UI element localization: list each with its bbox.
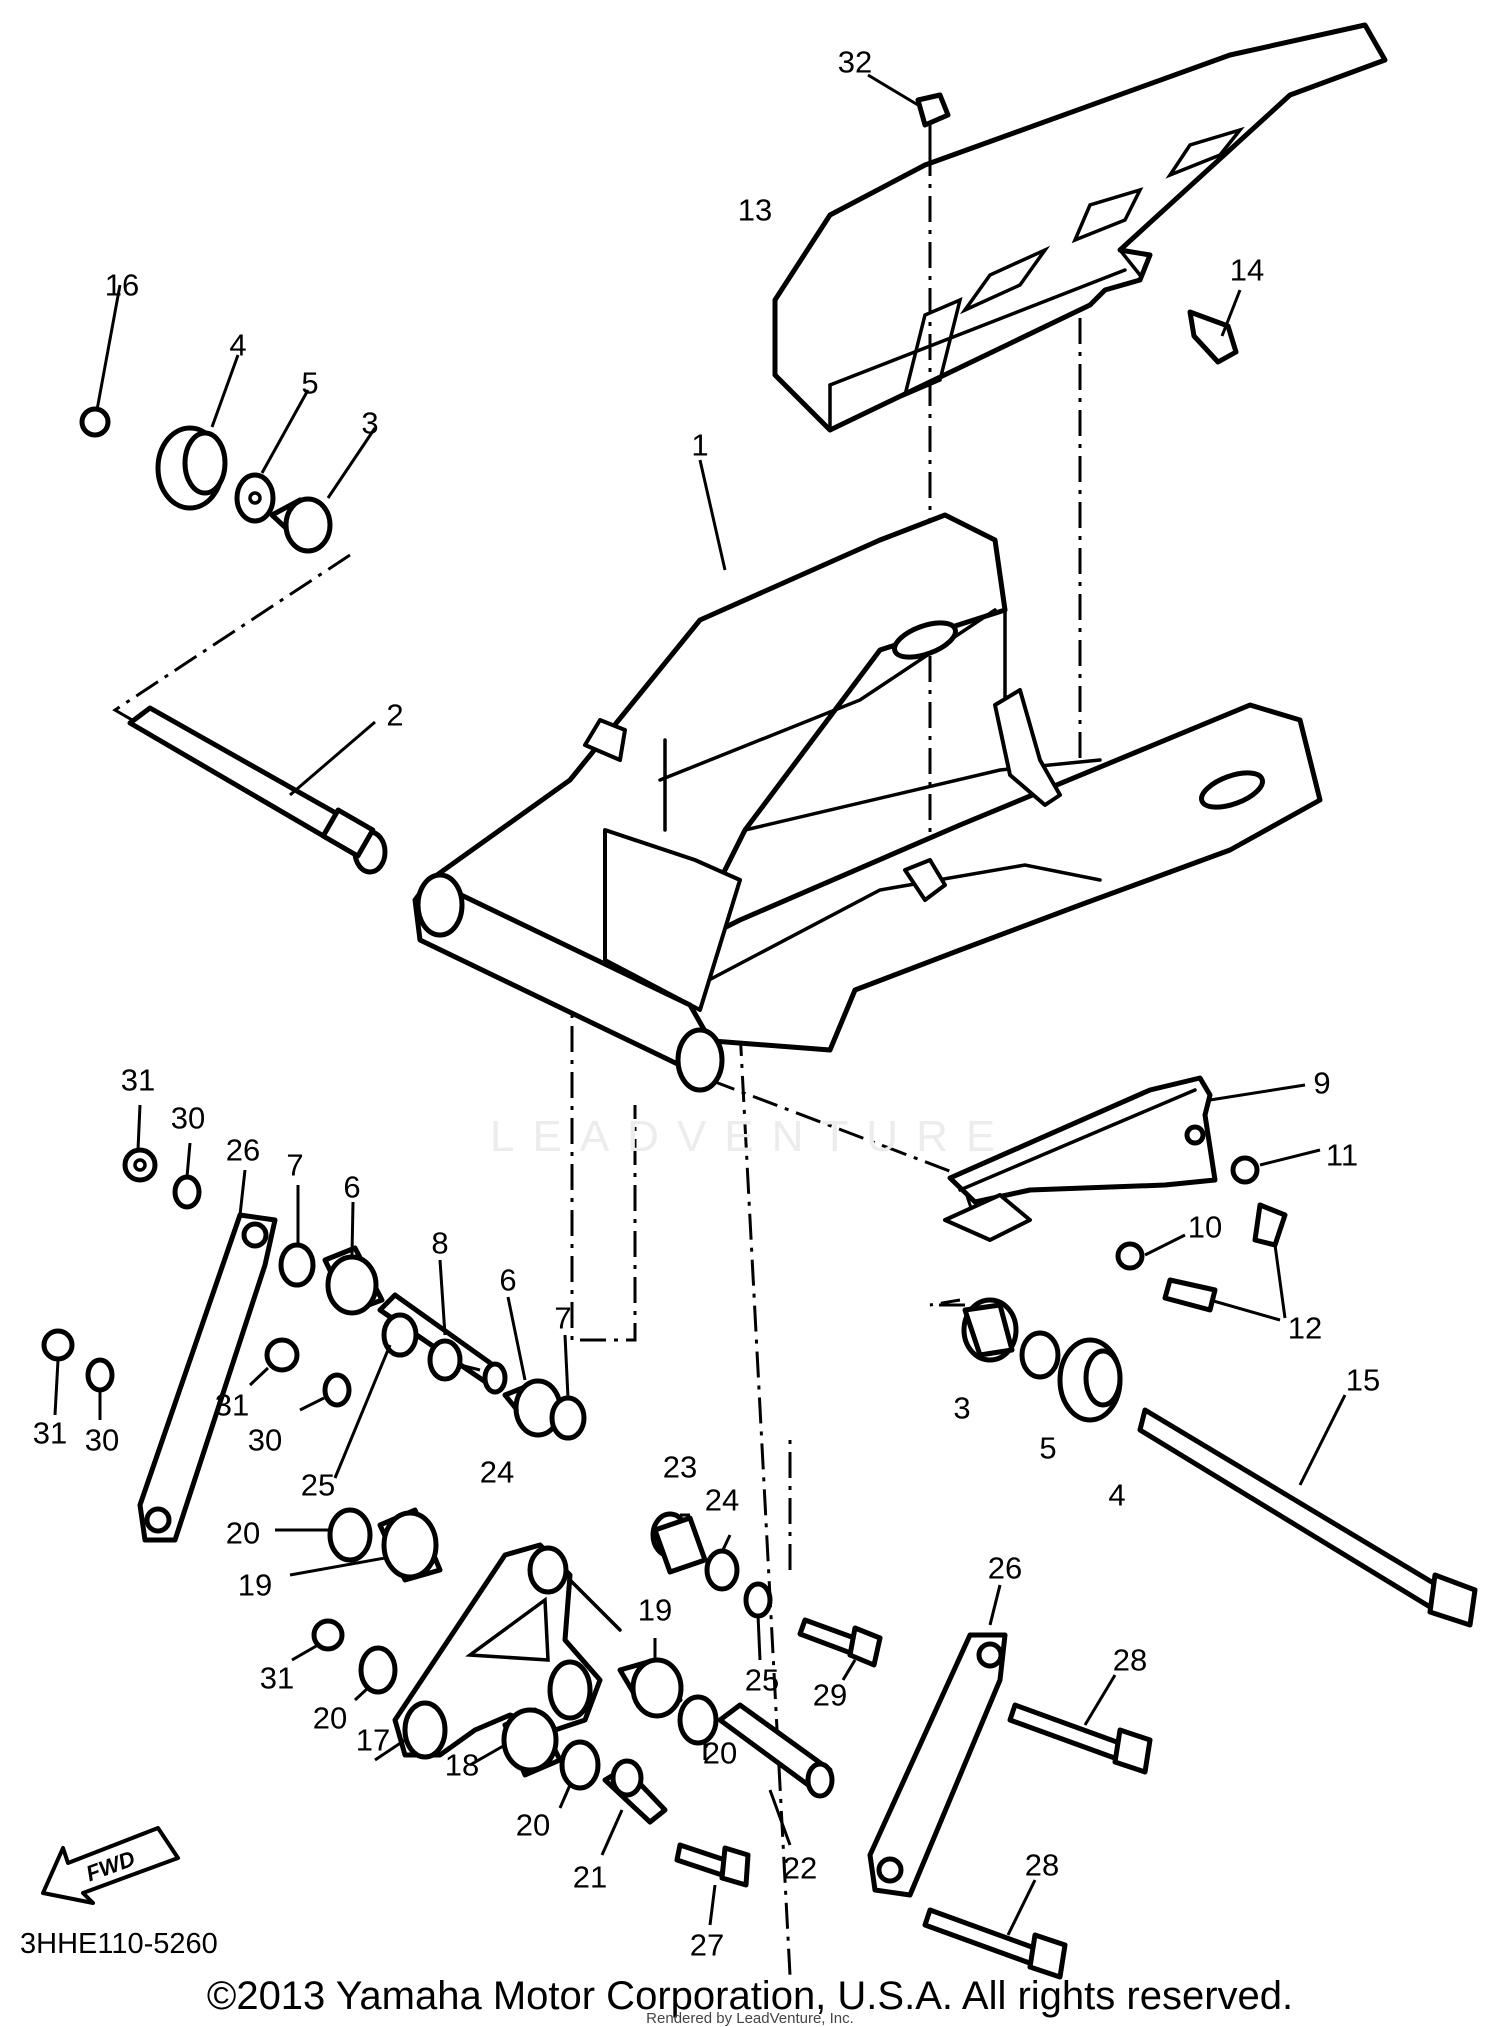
callout-6b: 6 (499, 1262, 517, 1298)
chain-guard-part-13 (772, 22, 1388, 433)
copyright-notice: ©2013 Yamaha Motor Corporation, U.S.A. A… (206, 1974, 1294, 2018)
callout-15: 15 (1345, 1362, 1381, 1398)
link-rod-part-26-left (137, 1169, 278, 1543)
callout-16: 16 (104, 267, 140, 303)
callout-20c: 20 (515, 1807, 551, 1843)
pivot-shaft-part-2 (127, 705, 388, 875)
callout-18: 18 (444, 1747, 480, 1783)
collar-part-23 (652, 1515, 708, 1575)
relay-arm-part-17 (374, 1542, 622, 1762)
callout-2: 2 (386, 697, 404, 733)
callout-31b: 31 (214, 1387, 250, 1423)
diagram-code: 3HHE110-5260 (20, 1928, 218, 1960)
bolt-part-14 (1187, 289, 1242, 365)
callout-26a: 26 (225, 1132, 261, 1168)
callout-20d: 20 (702, 1735, 738, 1771)
callout-13: 13 (737, 192, 773, 228)
collars-lower (469, 1638, 835, 1856)
callout-25a: 25 (300, 1467, 336, 1503)
callout-3b: 3 (953, 1390, 971, 1426)
callout-24b: 24 (704, 1482, 740, 1518)
callout-23: 23 (662, 1449, 698, 1485)
callout-14: 14 (1229, 252, 1265, 288)
callout-17: 17 (355, 1722, 391, 1758)
callout-28b: 28 (1024, 1847, 1060, 1883)
callout-28a: 28 (1112, 1642, 1148, 1678)
callout-25b: 25 (744, 1662, 780, 1698)
callout-24a: 24 (479, 1454, 515, 1490)
callout-6a: 6 (343, 1169, 361, 1205)
left-bearing-stack (79, 284, 377, 554)
bolt-part-32 (867, 73, 951, 150)
callout-4b: 4 (1108, 1477, 1126, 1513)
link-rod-part-26-right (867, 1584, 1008, 1898)
callout-21: 21 (572, 1859, 608, 1895)
chain-support-part-9 (943, 1075, 1321, 1322)
bolts-27-28-29 (674, 1617, 1153, 1980)
callout-20a: 20 (225, 1515, 261, 1551)
callout-1: 1 (691, 427, 709, 463)
callout-31c: 31 (32, 1415, 68, 1451)
long-bolt-part-15 (1137, 1394, 1478, 1628)
callout-30a: 30 (170, 1100, 206, 1136)
callout-26b: 26 (987, 1550, 1023, 1586)
fwd-arrow-icon: FWD (38, 1818, 188, 1913)
callout-5: 5 (301, 365, 319, 401)
callout-30b: 30 (247, 1422, 283, 1458)
nuts-and-washers (41, 1104, 352, 1662)
callout-3: 3 (361, 405, 379, 441)
callout-9: 9 (1313, 1065, 1331, 1101)
callout-12: 12 (1287, 1310, 1323, 1346)
callout-19a: 19 (237, 1567, 273, 1603)
callout-7b: 7 (554, 1300, 572, 1336)
assembly-lines (112, 150, 1082, 1976)
callout-32: 32 (837, 44, 873, 80)
rendered-by-note: Rendered by LeadVenture, Inc. (646, 2010, 854, 2027)
callout-8: 8 (431, 1225, 449, 1261)
callout-27: 27 (689, 1927, 725, 1963)
callout-20b: 20 (312, 1700, 348, 1736)
callout-30c: 30 (84, 1422, 120, 1458)
watermark: LEADVENTURE (490, 1112, 1014, 1161)
callout-11: 11 (1325, 1137, 1359, 1173)
callout-10: 10 (1187, 1209, 1223, 1245)
right-bearing-stack (961, 1297, 1123, 1423)
callout-29: 29 (812, 1677, 848, 1713)
collars-left (275, 1507, 443, 1702)
callout-5b: 5 (1039, 1430, 1057, 1466)
bearings-25-24 (333, 1312, 773, 1661)
callout-19b: 19 (637, 1592, 673, 1628)
swingarm-part-1 (412, 459, 1323, 1093)
callout-22: 22 (782, 1850, 818, 1886)
callout-4: 4 (229, 327, 247, 363)
callout-31d: 31 (259, 1660, 295, 1696)
callout-31a: 31 (120, 1062, 156, 1098)
callout-7a: 7 (286, 1147, 304, 1183)
